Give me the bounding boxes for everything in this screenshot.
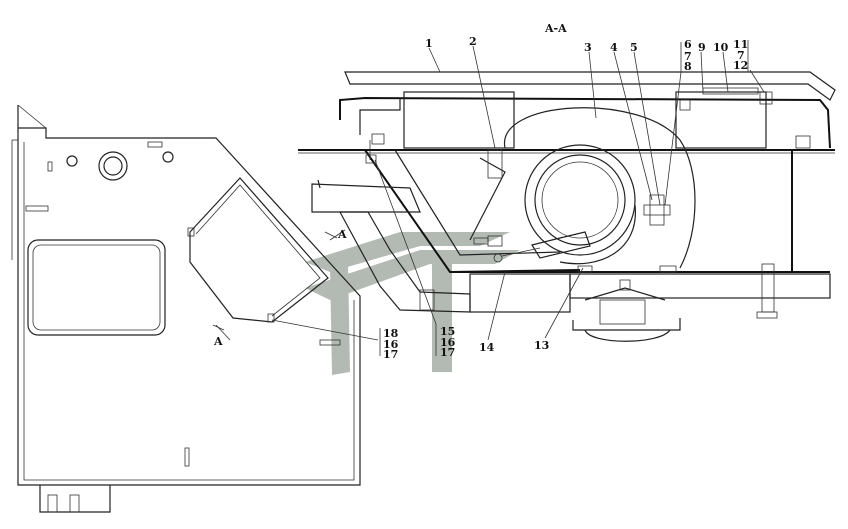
callout-3: 3 xyxy=(584,41,592,54)
callout-17-right: 17 xyxy=(440,346,455,359)
section-view xyxy=(298,71,836,342)
callout-labels: A-A A A 1 2 3 4 5 6 7 8 9 10 11 7 12 13 … xyxy=(213,22,748,361)
callout-8: 8 xyxy=(684,60,692,73)
section-title: A-A xyxy=(544,22,567,35)
callout-11: 11 xyxy=(733,38,748,51)
callout-16-left: 16 xyxy=(383,338,399,351)
callout-15: 15 xyxy=(440,325,455,338)
cabin-side-view xyxy=(11,104,379,513)
callout-7a: 7 xyxy=(684,50,692,63)
callout-13: 13 xyxy=(534,339,549,352)
callout-9: 9 xyxy=(698,41,706,54)
callout-18: 18 xyxy=(383,327,399,340)
callout-10: 10 xyxy=(713,41,729,54)
callout-1: 1 xyxy=(425,37,433,50)
callout-7b: 7 xyxy=(737,49,745,62)
section-mark-a-upper: A xyxy=(337,228,347,241)
watermark-logo xyxy=(305,232,520,375)
callout-5: 5 xyxy=(630,41,638,54)
callout-6: 6 xyxy=(684,38,692,51)
callout-2: 2 xyxy=(469,35,477,48)
section-mark-a-lower: A xyxy=(213,335,223,348)
leader-lines xyxy=(212,40,765,356)
callout-12: 12 xyxy=(733,59,748,72)
callout-16-right: 16 xyxy=(440,336,456,349)
callout-17-left: 17 xyxy=(383,348,398,361)
callout-14: 14 xyxy=(479,341,495,354)
callout-4: 4 xyxy=(610,41,618,54)
